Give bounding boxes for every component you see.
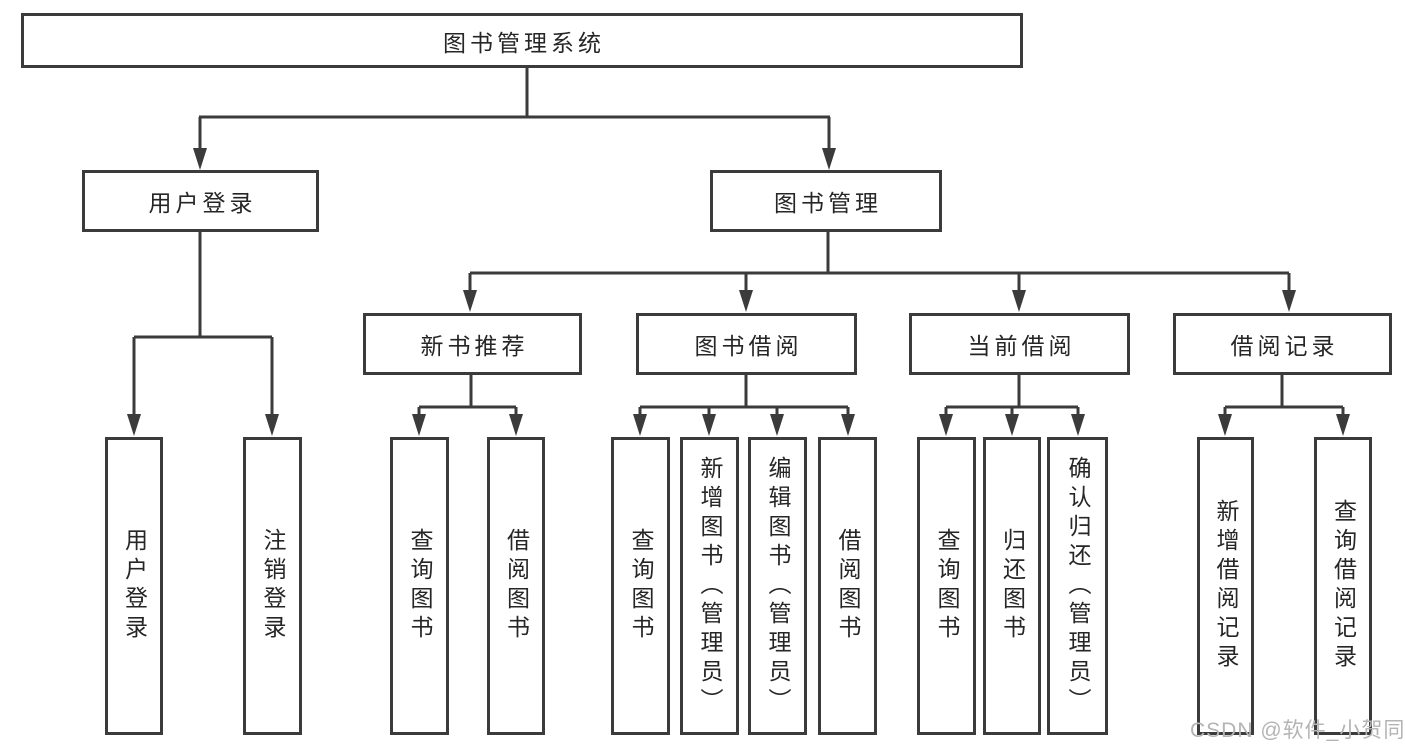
node-add-borrow-record: 新增借阅记录 [1197, 437, 1254, 735]
node-current-borrowing: 当前借阅 [909, 313, 1130, 375]
node-user-login-action: 用户登录 [105, 437, 163, 735]
node-new-book-recommend: 新书推荐 [363, 313, 582, 375]
node-add-book-admin-label: 新增图书（管理员） [697, 455, 723, 717]
node-current-borrowing-label: 当前借阅 [967, 333, 1076, 359]
node-query-books-current-label: 查询图书 [934, 528, 960, 644]
arrowhead-down [1282, 290, 1296, 312]
connector-borrowing-records-to-children [1218, 375, 1350, 436]
node-query-books-current: 查询图书 [917, 437, 976, 735]
node-logout-action-label: 注销登录 [260, 528, 286, 644]
node-borrow-books-recommend-label: 借阅图书 [503, 528, 530, 644]
connector-lines [417, 375, 518, 416]
connector-lines [1223, 375, 1345, 416]
node-user-login: 用户登录 [82, 170, 319, 232]
arrowhead-down [1012, 290, 1026, 312]
node-return-book: 归还图书 [983, 437, 1041, 735]
node-query-books-recommend: 查询图书 [390, 437, 449, 735]
node-borrowing-records: 借阅记录 [1173, 313, 1392, 375]
node-new-book-recommend-label: 新书推荐 [420, 333, 529, 359]
csdn-watermark: CSDN @软件_小贺同学 [1190, 719, 1405, 742]
arrowhead-down [412, 414, 426, 436]
arrowhead-down [1005, 414, 1019, 436]
arrowhead-down [1218, 414, 1232, 436]
node-borrow-books-recommend: 借阅图书 [487, 437, 545, 735]
connector-root-to-level2 [193, 68, 836, 170]
node-borrowing-records-label: 借阅记录 [1230, 333, 1339, 359]
node-borrow-books-borrowing-label: 借阅图书 [835, 528, 861, 644]
node-add-book-admin: 新增图书（管理员） [680, 437, 739, 735]
connector-book-management-to-level3 [463, 232, 1296, 312]
node-query-books-borrowing-label: 查询图书 [628, 528, 654, 644]
arrowhead-down [739, 290, 753, 312]
node-edit-book-admin-label: 编辑图书（管理员） [765, 455, 791, 717]
connector-lines [198, 68, 831, 150]
connector-lines [468, 232, 1291, 292]
connector-lines [132, 232, 274, 417]
connector-lines [944, 375, 1080, 416]
node-query-books-borrowing: 查询图书 [611, 437, 670, 735]
node-confirm-return-admin: 确认归还（管理员） [1047, 437, 1108, 735]
node-confirm-return-admin-label: 确认归还（管理员） [1065, 455, 1091, 717]
arrowhead-down [463, 290, 477, 312]
arrowhead-down [127, 414, 141, 436]
connector-user-login-to-children [127, 232, 279, 436]
arrowhead-down [939, 414, 953, 436]
connector-current-borrowing-to-children [939, 375, 1085, 436]
node-query-borrow-record: 查询借阅记录 [1314, 437, 1372, 735]
arrowhead-down [1336, 414, 1350, 436]
node-borrow-books-borrowing: 借阅图书 [818, 437, 877, 735]
node-book-borrowing-label: 图书借阅 [694, 333, 803, 359]
node-edit-book-admin: 编辑图书（管理员） [748, 437, 807, 735]
node-book-management-label: 图书管理 [774, 190, 882, 216]
node-root-label: 图书管理系统 [443, 29, 605, 56]
arrowhead-down [509, 414, 523, 436]
connector-new-book-recommend-to-children [412, 375, 523, 436]
connector-book-borrowing-to-children [633, 375, 855, 436]
arrowhead-down [822, 148, 836, 170]
node-query-books-recommend-label: 查询图书 [407, 528, 433, 644]
arrowhead-down [633, 414, 647, 436]
node-return-book-label: 归还图书 [999, 528, 1026, 644]
node-add-borrow-record-label: 新增借阅记录 [1213, 499, 1239, 673]
node-root: 图书管理系统 [21, 13, 1023, 68]
arrowhead-down [265, 414, 279, 436]
node-logout-action: 注销登录 [243, 437, 302, 735]
node-user-login-action-label: 用户登录 [121, 528, 148, 644]
arrowhead-down [702, 414, 716, 436]
node-book-borrowing: 图书借阅 [636, 313, 857, 375]
node-user-login-label: 用户登录 [148, 190, 257, 216]
arrowhead-down [770, 414, 784, 436]
arrowhead-down [193, 148, 207, 170]
arrowhead-down [841, 414, 855, 436]
arrowhead-down [1071, 414, 1085, 436]
connector-lines [638, 375, 850, 416]
node-query-borrow-record-label: 查询借阅记录 [1330, 499, 1357, 673]
node-book-management: 图书管理 [710, 170, 942, 232]
